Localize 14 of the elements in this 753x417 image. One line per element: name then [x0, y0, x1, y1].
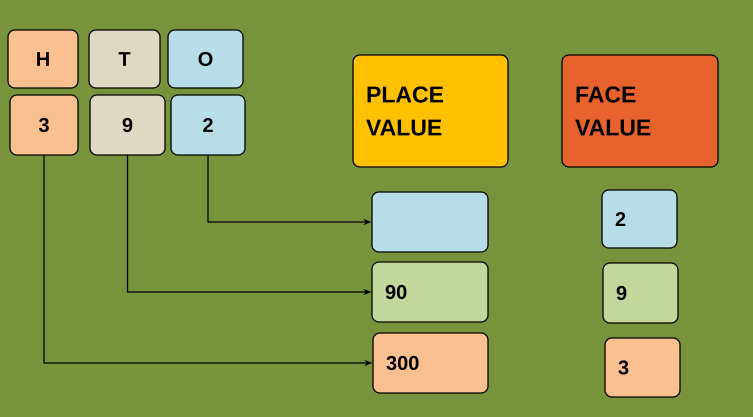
value-box: 3 — [604, 337, 681, 398]
heading-box: PLACE VALUE — [352, 54, 509, 168]
heading-box: FACE VALUE — [561, 54, 719, 168]
value-box: 9 — [602, 262, 679, 324]
digit-box: 3 — [9, 94, 79, 156]
column-heading-box: H — [7, 29, 79, 89]
value-box: 300 — [372, 332, 489, 394]
digit-box: 2 — [170, 94, 246, 156]
value-box: 2 — [601, 189, 678, 249]
value-box — [371, 191, 489, 253]
digit-box: 9 — [89, 94, 166, 156]
column-heading-box: O — [167, 29, 244, 89]
column-heading-box: T — [88, 29, 161, 89]
value-box: 90 — [371, 261, 489, 323]
